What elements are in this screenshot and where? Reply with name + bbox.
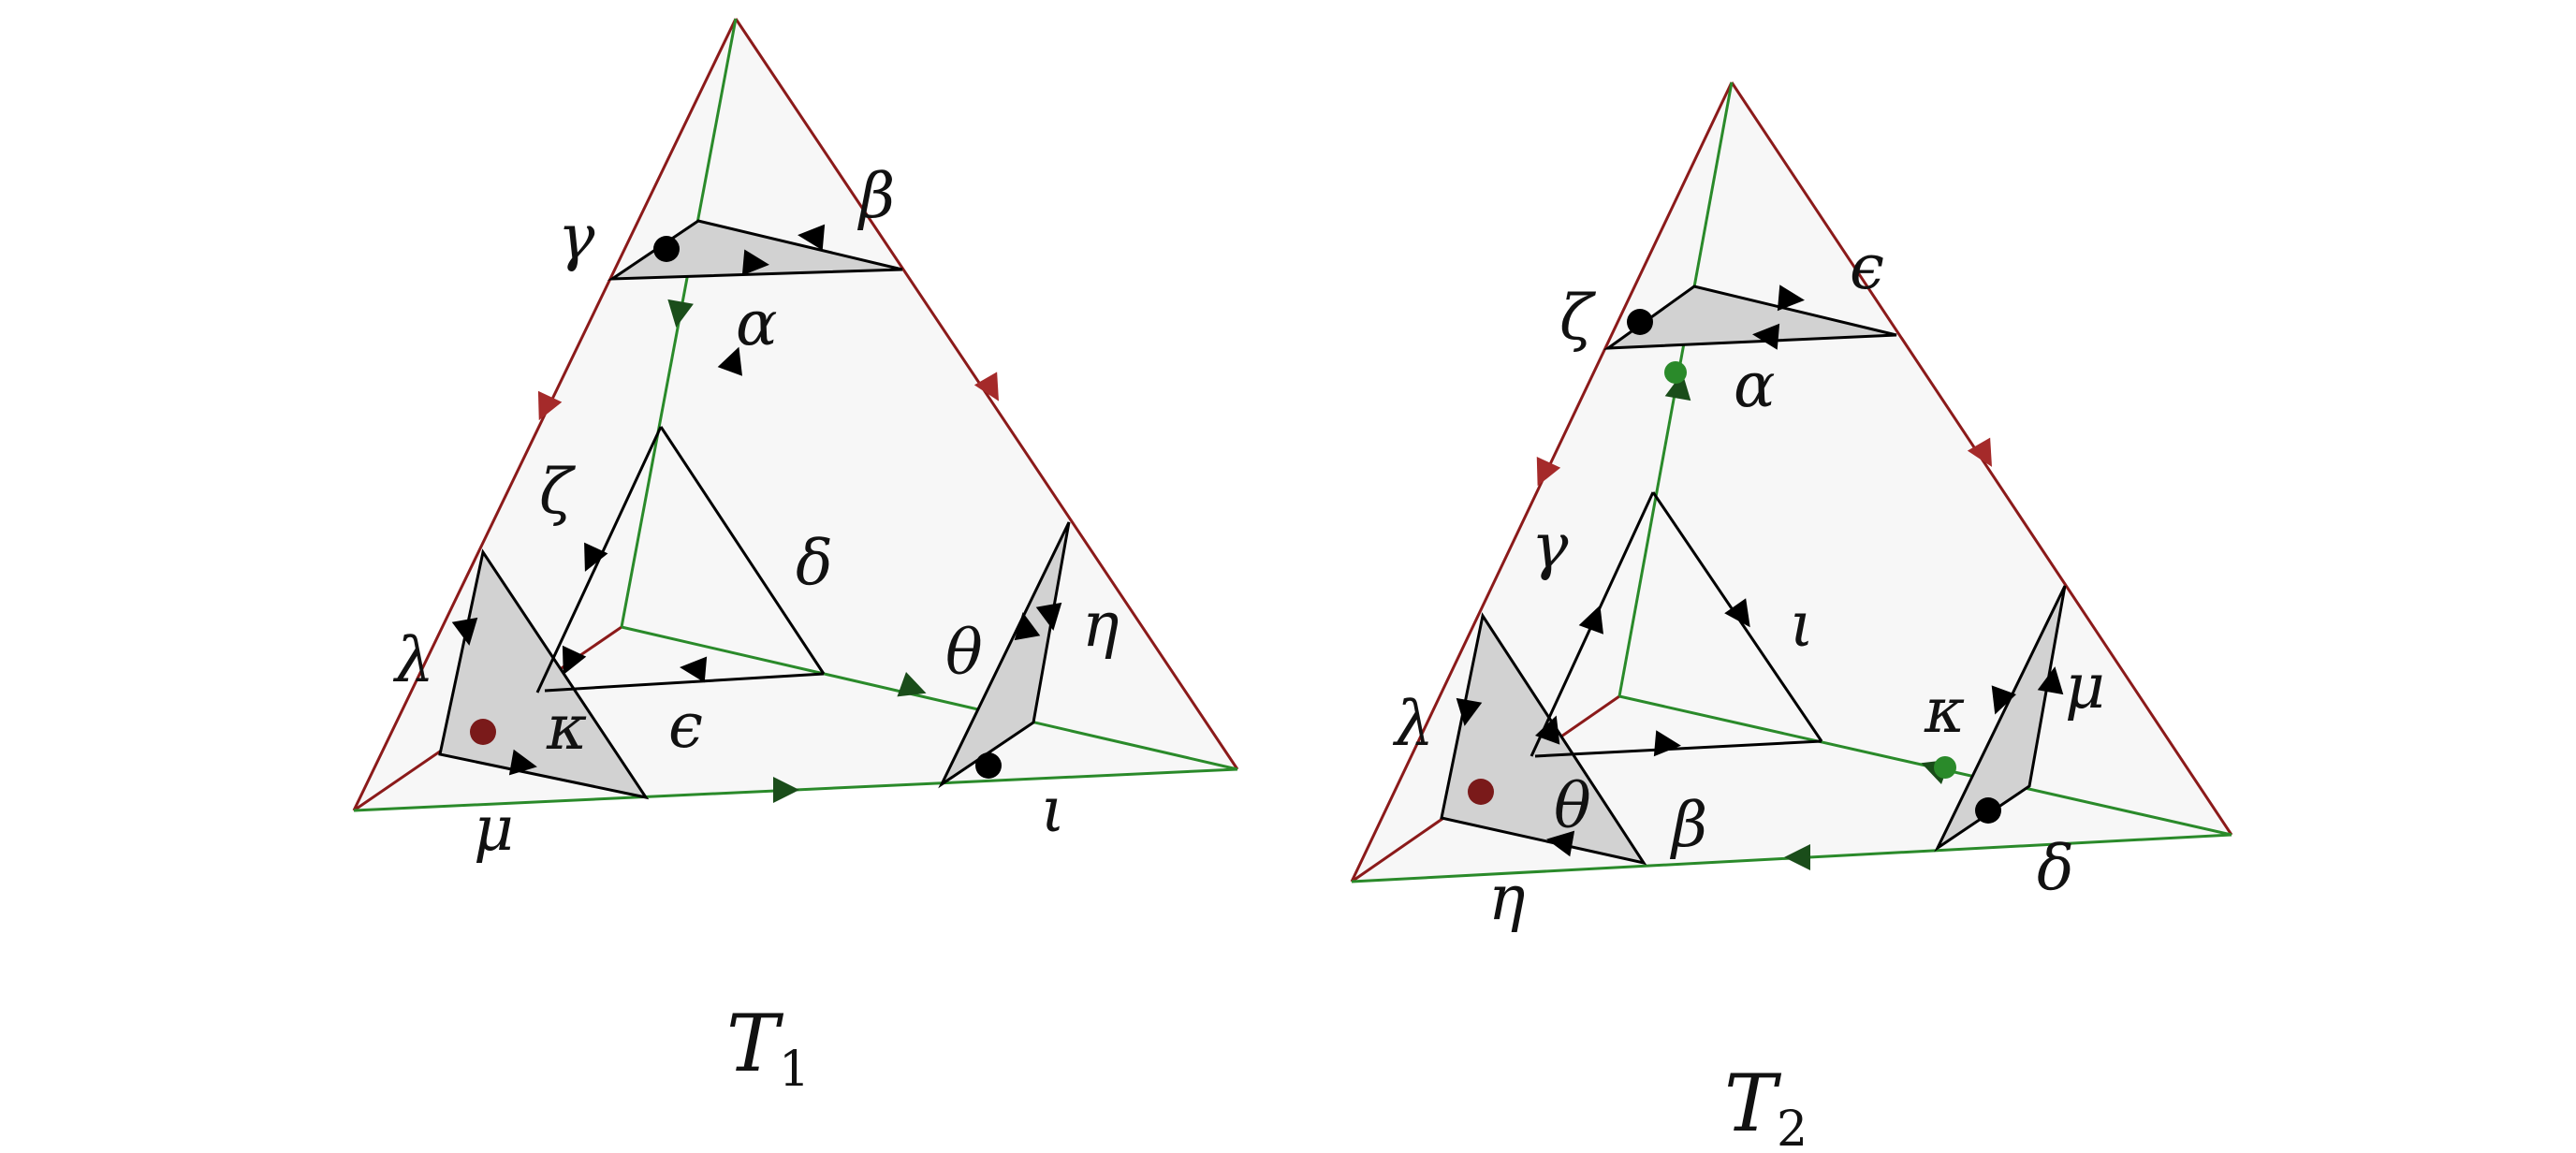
t1-dot-top: [653, 236, 680, 262]
t1-arrow-epsilon: [680, 656, 708, 683]
t2-arrow-gamma: [1578, 605, 1603, 635]
t1-label-epsilon: ϵ: [668, 690, 703, 762]
t2-label-iota: ι: [1790, 589, 1814, 661]
t2-label-zeta: ζ: [1559, 282, 1597, 354]
t2-arrow-alpha-top: [1752, 323, 1780, 350]
t1-label-mu: μ: [474, 793, 514, 865]
t2-caption: T2: [1724, 1058, 1808, 1153]
t2-arrow-kappa: [1991, 685, 2016, 715]
t1-label-zeta: ζ: [539, 456, 577, 528]
t2-label-gamma: γ: [1531, 510, 1569, 582]
t2-arrow-epsilon: [1777, 285, 1805, 312]
t2-arrow-iota: [1724, 598, 1750, 628]
t1-arrow-delta: [717, 346, 742, 376]
t2-arrow-mu: [2037, 666, 2064, 695]
t1-arrow-red-right: [973, 372, 999, 401]
t2-dot-left: [1468, 779, 1494, 805]
t1-arrow-red-left: [537, 390, 563, 421]
t1-arrow-eta: [1014, 612, 1041, 641]
t2-label-eta: η: [1488, 862, 1526, 934]
t1-arc-epsilon: [544, 672, 825, 693]
t1-label-beta: β: [856, 160, 895, 232]
t2-arrow-theta-in: [1535, 715, 1560, 745]
t2-arrow-green-bottom: [1784, 844, 1810, 870]
t1-label-theta: θ: [945, 617, 983, 689]
t2-label-beta: β: [1669, 789, 1707, 861]
tetrahedron-t1: α β γ δ ϵ ζ η θ ι κ λ μ T1: [352, 18, 1239, 1098]
t1-label-gamma: γ: [558, 201, 595, 273]
t1-caption: T1: [726, 998, 810, 1098]
t1-arc-delta: [659, 426, 826, 675]
t1-label-iota: ι: [1041, 774, 1065, 846]
t1-label-kappa: κ: [546, 692, 587, 764]
t1-arrow-beta: [798, 224, 826, 251]
t1-arrow-alpha-green: [667, 299, 694, 328]
t2-face: [1352, 82, 2232, 882]
t1-label-eta: η: [1082, 589, 1120, 661]
t1-edge-back-right: [621, 625, 1238, 771]
t2-label-alpha: α: [1734, 349, 1776, 421]
t2-arrow-red-left: [1536, 456, 1561, 487]
t2-dot-green-top: [1664, 361, 1687, 384]
t2-arrow-red-right: [1967, 437, 1992, 467]
tetrahedron-t2: α β γ δ ϵ ζ η θ ι κ λ μ T2: [1350, 81, 2233, 1153]
t2-arrow-lambda: [1456, 697, 1483, 726]
t2-dot-green-right: [1934, 756, 1956, 779]
t1-arrow-kappa-in: [562, 645, 587, 676]
t2-arrow-beta: [1653, 730, 1681, 757]
t2-arc-beta: [1534, 739, 1822, 758]
t1-label-lambda: λ: [392, 624, 434, 696]
t2-label-delta: δ: [2037, 832, 2074, 904]
t1-label-alpha: α: [736, 287, 778, 359]
t1-arrow-green-bottom: [773, 777, 799, 803]
t1-arrow-kappa: [508, 749, 537, 776]
t1-edge-apex-right: [734, 18, 1239, 770]
t2-label-theta: θ: [1554, 770, 1591, 842]
t2-dot-top: [1627, 309, 1653, 335]
t1-arrow-alpha-top: [741, 249, 769, 276]
t1-dot-left: [470, 719, 496, 745]
t2-arrow-theta: [1546, 830, 1575, 857]
t1-dot-right: [975, 752, 1002, 779]
t1-arrow-theta: [1035, 602, 1062, 631]
t1-arrow-green-right: [897, 672, 927, 697]
t2-arrow-alpha-green: [1664, 372, 1691, 401]
t2-dot-right: [1975, 797, 2001, 824]
t1-label-delta: δ: [796, 527, 833, 599]
t2-label-lambda: λ: [1392, 688, 1434, 760]
t2-label-mu: μ: [2065, 650, 2105, 722]
t1-arrow-zeta: [584, 542, 608, 572]
t2-label-kappa: κ: [1924, 675, 1965, 747]
t2-label-epsilon: ϵ: [1850, 231, 1884, 303]
t1-arrow-lambda: [451, 617, 478, 646]
